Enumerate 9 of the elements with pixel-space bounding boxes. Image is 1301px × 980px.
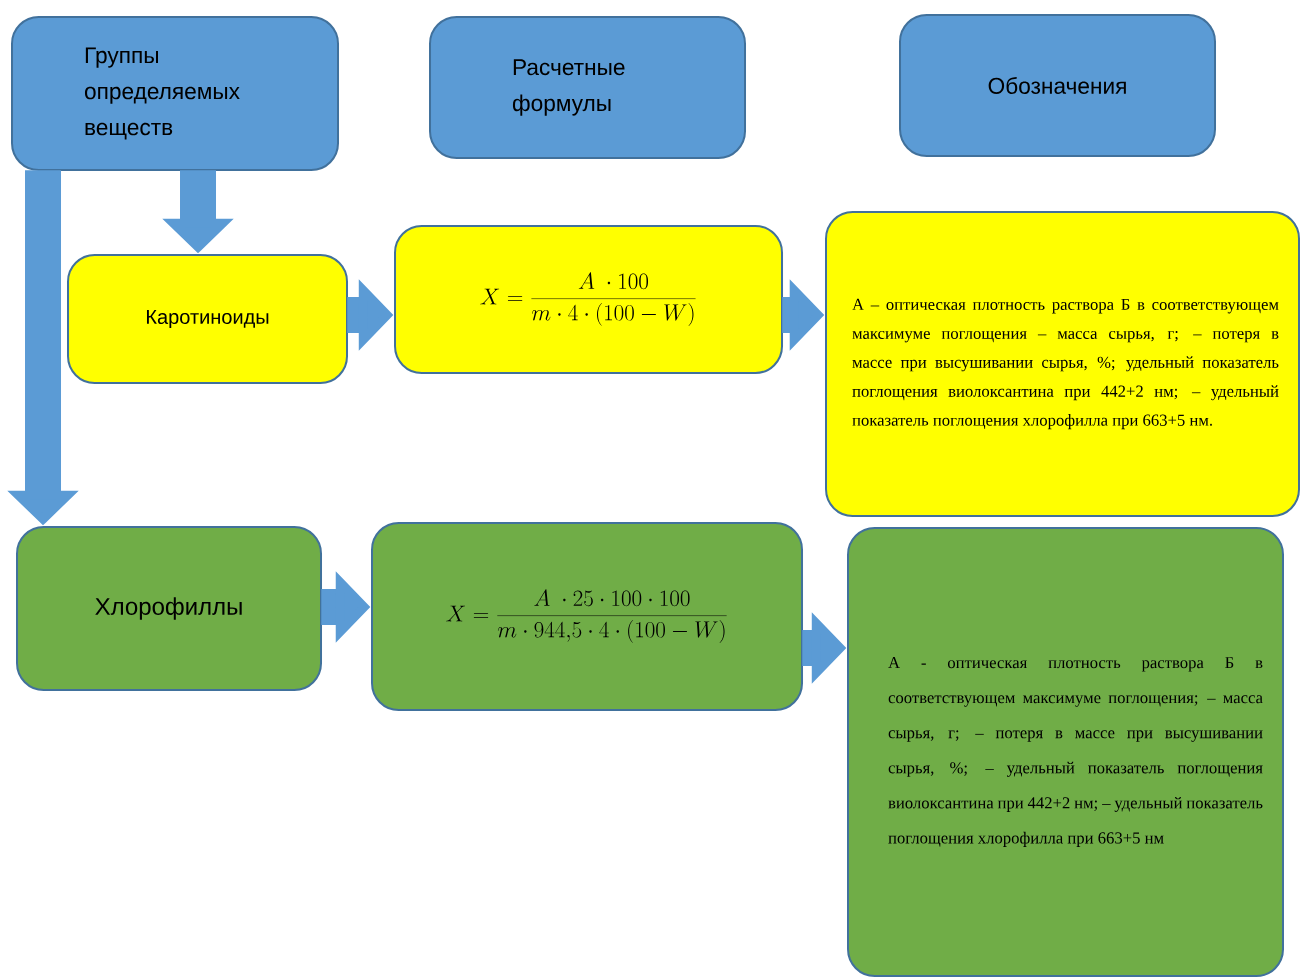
group-box: Каротиноиды: [67, 254, 348, 384]
description-box: А – оптическая плотность раствора Б в соответствующем максимуме поглощения – масса сырья, г; – потеря в массе при высушивании сырья, %; удельный показатель поглощения виолоксантина при 442+2 нм; – удельный показатель поглощения хлорофилла при 663+5 нм.: [825, 211, 1300, 517]
description-box: А - оптическая плотность раствора Б в соответствующем максимуме поглощения; – масса сырья, г; – потеря в массе при высушивании сырья, %; – удельный показатель поглощения виолоксантина при 442+2 нм; – удельный показатель поглощения хлорофилла при 663+5 нм: [847, 527, 1284, 977]
header-box: Обозначения: [899, 14, 1216, 157]
formula-box: $X = \frac{A\ \cdot 25 \cdot 100 \cdot 100}{m \cdot 944{,}5 \cdot 4 \cdot (100 - W)}$: [371, 522, 803, 711]
header-box: Группы определяемых веществ: [11, 16, 339, 171]
header-box: Расчетные формулы: [429, 16, 746, 159]
group-box: Хлорофиллы: [16, 526, 322, 691]
formula-box: $X = \frac{A\ \cdot 100}{m \cdot 4 \cdot (100 - W)}$: [394, 225, 783, 374]
